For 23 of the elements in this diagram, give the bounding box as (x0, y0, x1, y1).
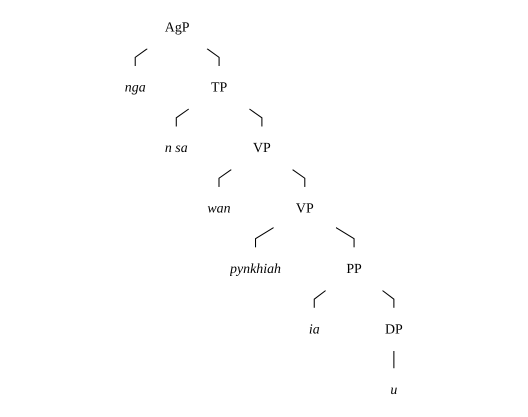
node-text: nga (125, 80, 146, 96)
connector (394, 350, 395, 368)
node-text: n sa (165, 140, 188, 156)
node-text: DP (385, 322, 403, 338)
node-text: TP (211, 80, 228, 96)
node-text: wan (208, 200, 231, 216)
node-text: ia (309, 322, 320, 338)
connector (255, 227, 274, 248)
connector (382, 290, 395, 308)
node-text: VP (253, 140, 271, 156)
node-text: pynkhiah (230, 261, 282, 277)
connector (218, 169, 232, 187)
node-text: PP (346, 261, 362, 277)
connector (206, 48, 220, 66)
connector (176, 108, 190, 126)
connector (134, 48, 148, 66)
connector (292, 169, 306, 187)
connector (314, 290, 326, 308)
node-text: VP (296, 200, 314, 216)
node-text: u (390, 382, 398, 398)
connector (336, 227, 355, 248)
connector (249, 108, 263, 126)
node-text: AgP (165, 19, 190, 35)
